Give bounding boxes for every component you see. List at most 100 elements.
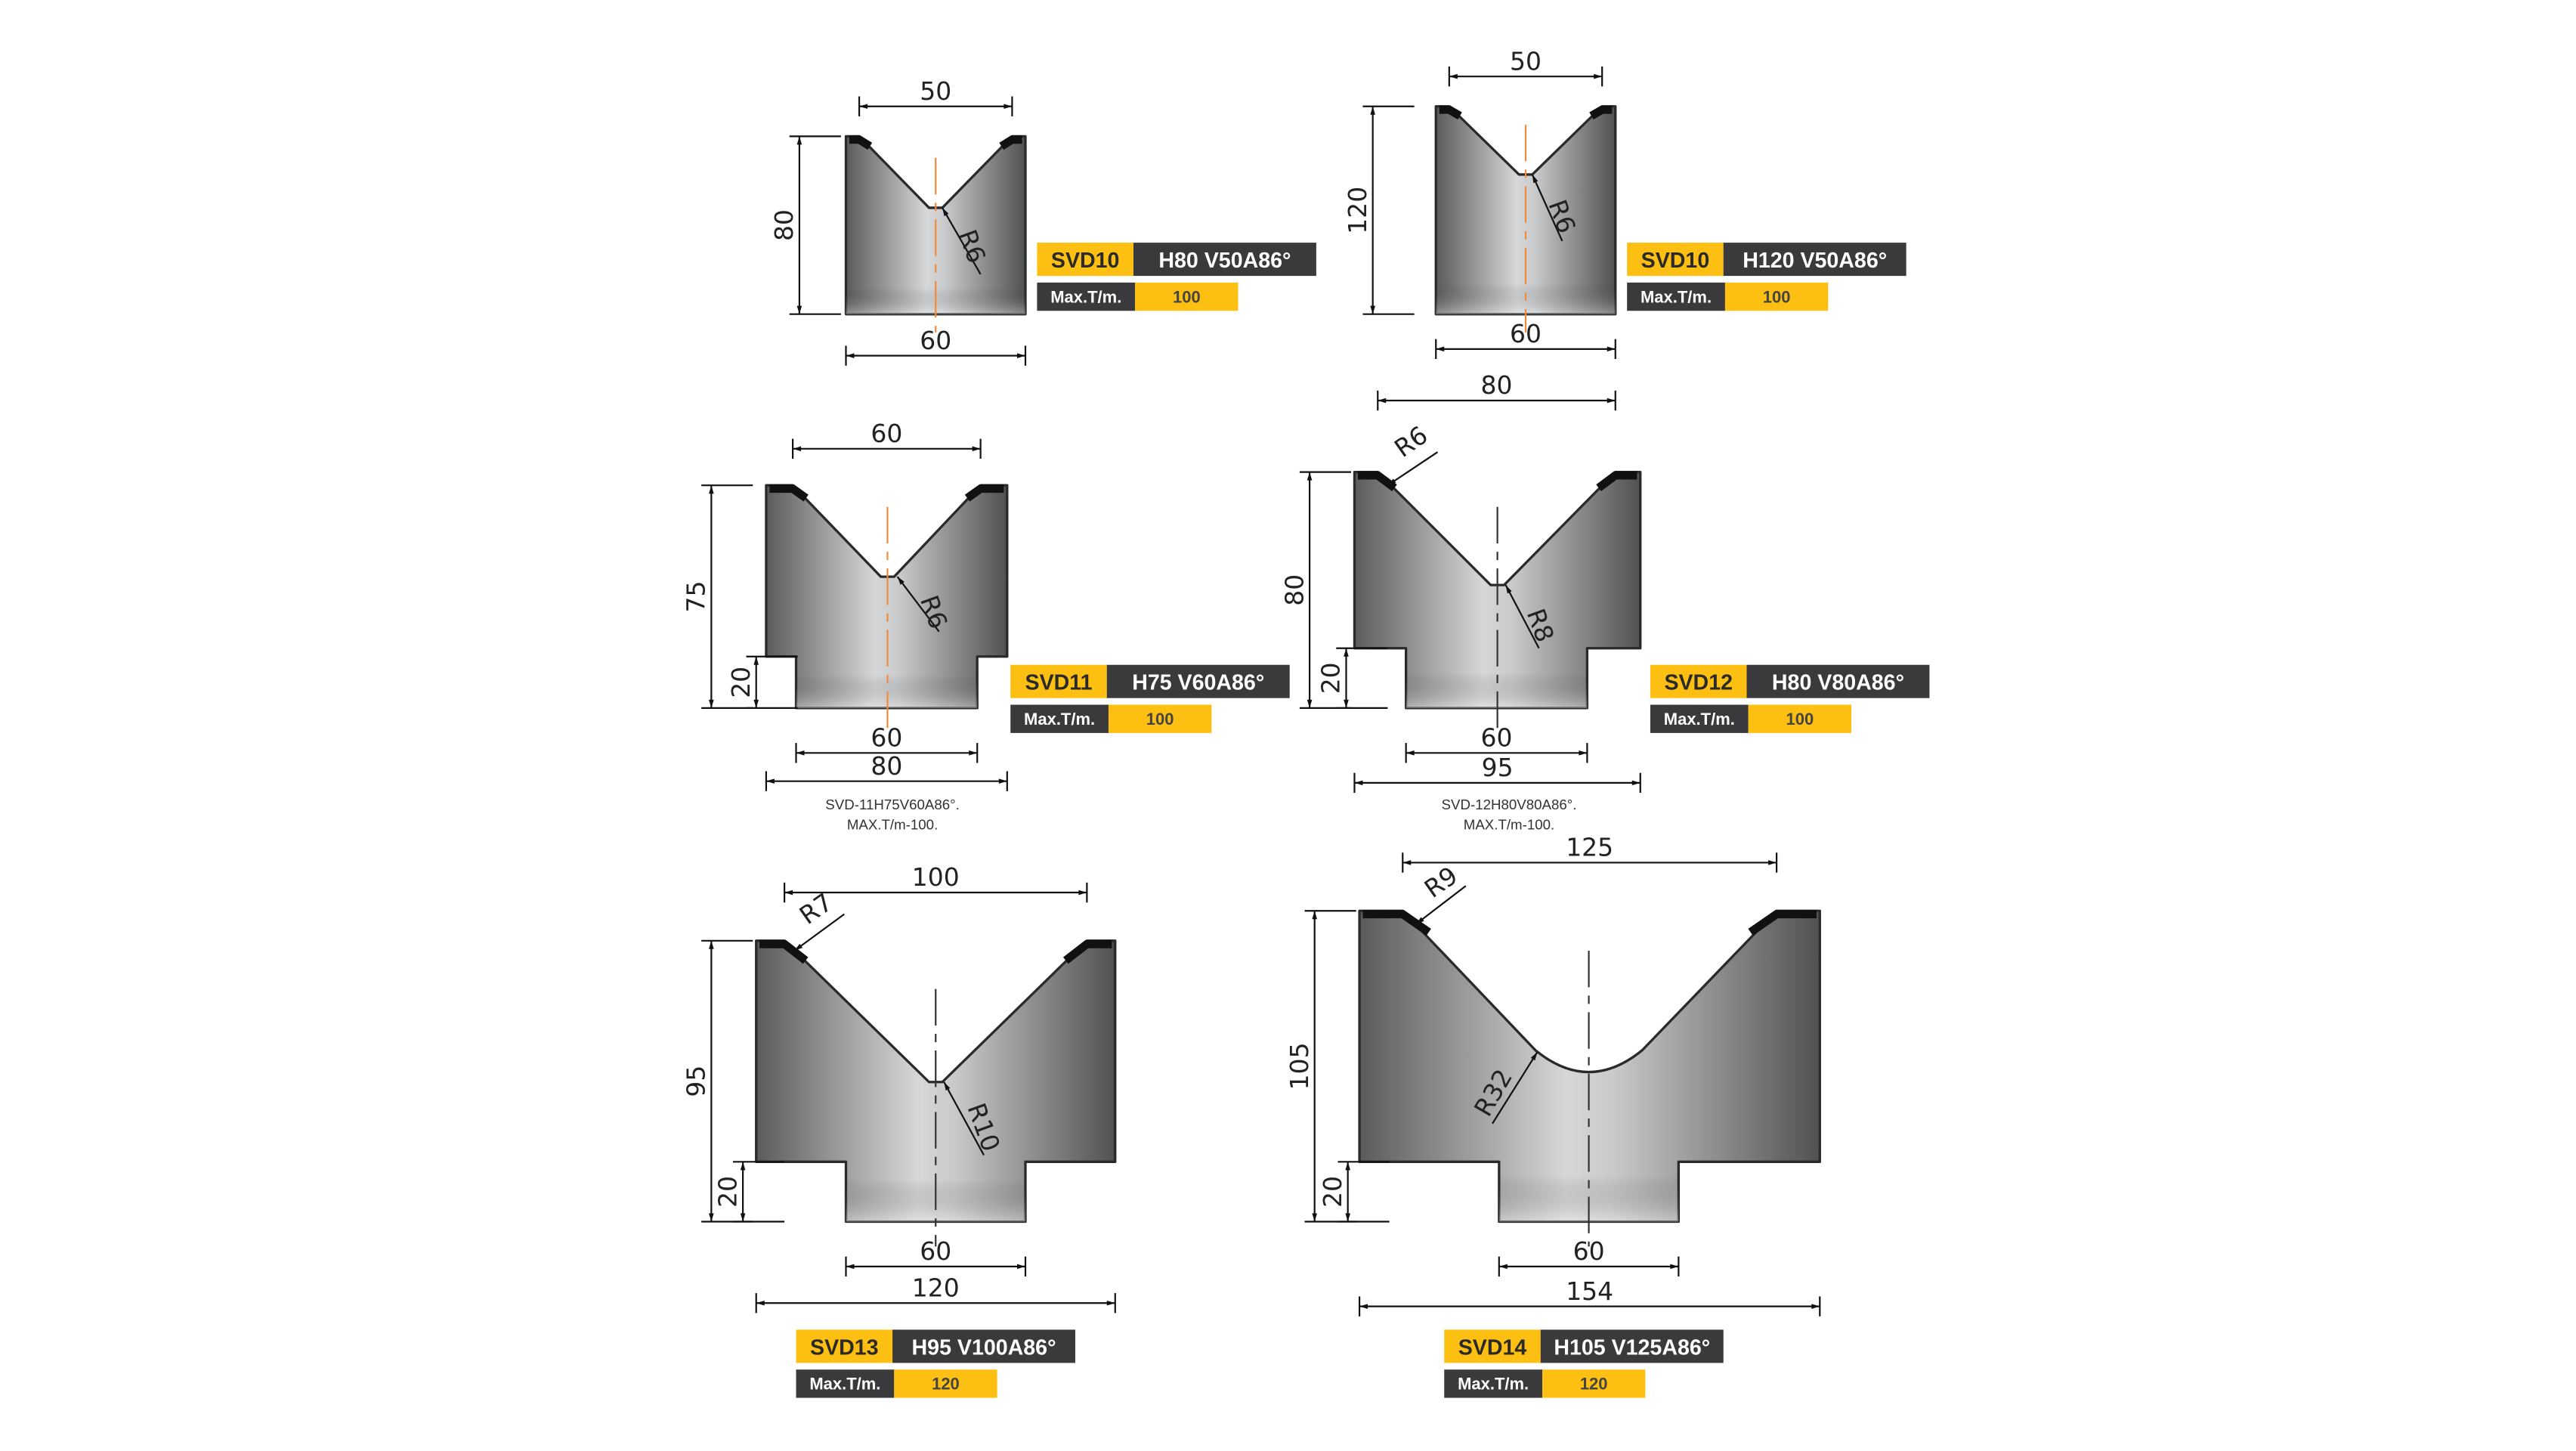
radius-leader <box>1531 174 1563 242</box>
max-value: 120 <box>1580 1375 1608 1394</box>
radius-leader <box>793 913 845 951</box>
spec-label-2: SVD10 H120 V50A86° Max.T/m. 100 <box>1627 243 1906 311</box>
max-value: 100 <box>1146 710 1174 729</box>
max-label-badge <box>796 1369 895 1398</box>
max-label-badge <box>1037 282 1136 311</box>
code-badge <box>1627 243 1724 277</box>
die-spec: H95 V100A86° <box>912 1335 1056 1360</box>
dimension-base: 95 <box>1482 753 1514 782</box>
max-value-badge <box>1542 1369 1646 1398</box>
max-value-badge <box>1724 282 1829 311</box>
die-spec: H75 V60A86° <box>1132 671 1264 695</box>
die-body-shade <box>1359 911 1820 1222</box>
dimension-base: 154 <box>1566 1276 1613 1306</box>
dimension-base: 120 <box>912 1273 960 1302</box>
top-bevel-right <box>964 484 1004 502</box>
radius-leader <box>943 1081 985 1156</box>
radius-label: R9 <box>1419 861 1463 904</box>
top-bevel-right <box>1062 939 1112 964</box>
dimension-top: 50 <box>920 76 951 106</box>
dimension-height: 80 <box>769 209 799 241</box>
die-code: SVD13 <box>810 1335 879 1360</box>
top-bevel-left <box>759 939 809 964</box>
top-bevel-right <box>999 135 1022 150</box>
dimension-step: 20 <box>1316 662 1346 694</box>
die-spec: H120 V50A86° <box>1743 249 1887 273</box>
dimension-height: 120 <box>1343 187 1372 234</box>
top-bevel-left <box>849 135 873 150</box>
max-value: 120 <box>932 1375 960 1394</box>
dimension-base: 60 <box>920 326 951 355</box>
max-value-badge <box>1135 282 1239 311</box>
code-badge <box>1010 664 1107 698</box>
spec-badge <box>1746 664 1930 698</box>
dimension-height: 75 <box>682 581 711 613</box>
max-label: Max.T/m. <box>1458 1375 1529 1394</box>
max-label: Max.T/m. <box>1050 287 1121 306</box>
max-label: Max.T/m. <box>1024 710 1095 729</box>
radius-leader <box>1504 584 1540 649</box>
spec-label-4: SVD12 H80 V80A86° Max.T/m. 100 <box>1650 664 1930 733</box>
radius-label: R6 <box>1389 420 1433 463</box>
drawing-note: SVD-12H80V80A86°. <box>1442 797 1577 812</box>
code-badge <box>1444 1329 1541 1363</box>
die-code: SVD10 <box>1051 249 1120 273</box>
radius-leader <box>1415 885 1467 925</box>
die-code: SVD11 <box>1025 671 1093 695</box>
dimension-top: 125 <box>1566 833 1613 862</box>
spec-badge <box>1540 1329 1724 1363</box>
spec-badge <box>892 1329 1075 1363</box>
max-label: Max.T/m. <box>1664 710 1735 729</box>
code-badge <box>1650 664 1747 698</box>
radius-leader <box>942 207 982 275</box>
die-code: SVD12 <box>1664 671 1733 695</box>
top-bevel-left <box>1362 910 1431 936</box>
dimension-base: 80 <box>871 751 902 781</box>
radius-leader <box>896 576 940 633</box>
drawing-note: MAX.T/m-100. <box>847 816 938 832</box>
radius-leader <box>1492 1051 1538 1125</box>
max-value: 100 <box>1763 287 1791 306</box>
code-badge <box>796 1329 893 1363</box>
spec-badge <box>1133 243 1316 277</box>
dimension-top: 100 <box>912 862 960 892</box>
spec-badge <box>1106 664 1290 698</box>
die-body-shade <box>756 940 1115 1222</box>
spec-badge <box>1723 243 1906 277</box>
top-bevel-left <box>1439 105 1462 120</box>
drawing-note: MAX.T/m-100. <box>1464 816 1554 832</box>
max-label-badge <box>1627 282 1725 311</box>
max-label: Max.T/m. <box>1641 287 1712 306</box>
top-bevel-right <box>1748 910 1817 936</box>
code-badge <box>1037 243 1133 277</box>
die-code: SVD10 <box>1641 249 1710 273</box>
dimension-stem: 60 <box>871 722 902 752</box>
dimension-stem: 60 <box>1481 722 1513 752</box>
die-spec: H105 V125A86° <box>1554 1335 1710 1360</box>
dimension-top: 60 <box>871 419 902 448</box>
dimension-step: 20 <box>713 1176 742 1208</box>
dimension-stem: 60 <box>1573 1236 1605 1266</box>
radius-leader <box>1387 451 1439 487</box>
max-value-badge <box>894 1369 997 1398</box>
max-value: 100 <box>1173 287 1201 306</box>
dimension-step: 20 <box>1318 1176 1347 1208</box>
die-spec: H80 V80A86° <box>1772 671 1904 695</box>
dimension-stem: 60 <box>920 1236 951 1266</box>
drawing-note: SVD-11H75V60A86°. <box>825 797 960 812</box>
dimension-step: 20 <box>726 667 756 698</box>
dimension-height: 105 <box>1285 1042 1314 1090</box>
max-value-badge <box>1748 704 1852 733</box>
dimension-base: 60 <box>1510 319 1542 348</box>
top-bevel-left <box>769 484 809 502</box>
max-value-badge <box>1108 704 1212 733</box>
max-value: 100 <box>1786 710 1814 729</box>
die-code: SVD14 <box>1458 1335 1527 1360</box>
